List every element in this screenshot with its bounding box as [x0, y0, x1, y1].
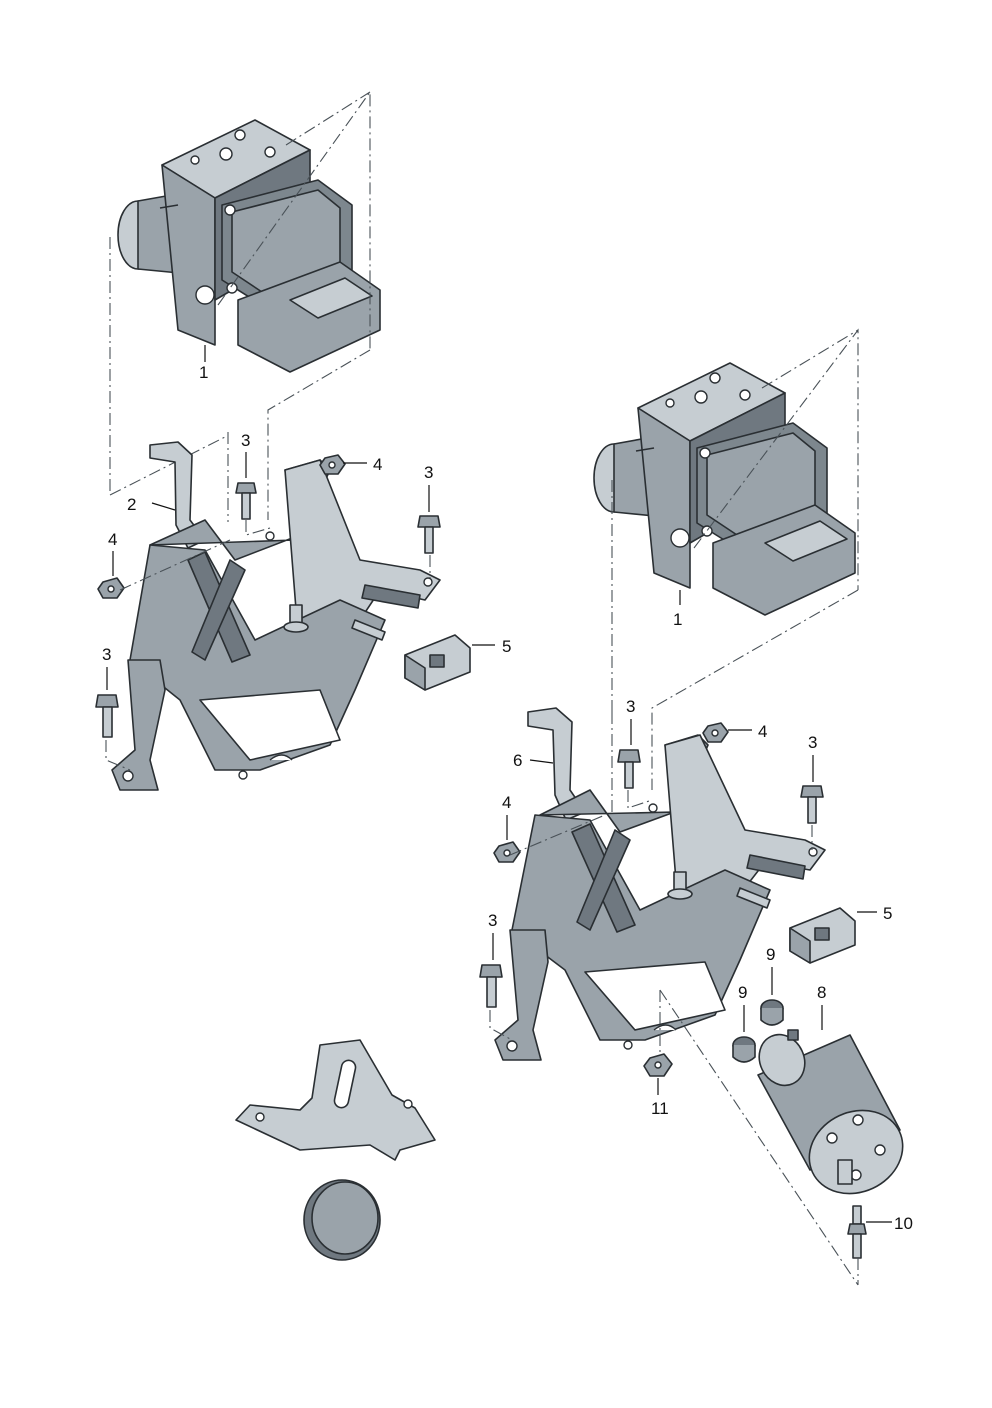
bolt-3-e [800, 785, 824, 824]
callout-4-d: 4 [502, 793, 511, 812]
location-inset [235, 1039, 436, 1261]
bushing-9-a [760, 999, 784, 1026]
bushing-9-b [732, 1036, 756, 1063]
callout-4-b: 4 [108, 530, 117, 549]
callout-4-c: 4 [758, 722, 767, 741]
callout-9-b: 9 [738, 983, 747, 1002]
abs-unit-right [593, 362, 856, 616]
nut-4-a [319, 454, 346, 475]
callout-11: 11 [651, 1099, 669, 1118]
callout-3-e: 3 [808, 733, 817, 752]
callout-3-f: 3 [488, 911, 497, 930]
bracket-right [494, 707, 826, 1061]
bolt-3-c [95, 694, 119, 738]
callout-3-b: 3 [424, 463, 433, 482]
callout-10: 10 [894, 1214, 913, 1233]
bolt-3-d [617, 749, 641, 789]
clip-5-b [789, 907, 856, 964]
bolt-3-f [479, 964, 503, 1008]
bolt-3-a [235, 482, 257, 520]
nut-11 [643, 1053, 673, 1077]
abs-unit-top [117, 119, 381, 373]
bolt-10 [847, 1205, 867, 1259]
callout-1-right: 1 [673, 610, 682, 629]
callout-3-c: 3 [102, 645, 111, 664]
callout-8: 8 [817, 983, 826, 1002]
nut-4-c [702, 722, 729, 743]
callout-4-a: 4 [373, 455, 382, 474]
clip-5-a [404, 634, 471, 691]
callout-9-a: 9 [766, 945, 775, 964]
accumulator-8 [757, 1029, 904, 1195]
bolt-3-b [417, 515, 441, 554]
callout-3-d: 3 [626, 697, 635, 716]
callout-6: 6 [513, 751, 522, 770]
callout-5-a: 5 [502, 637, 511, 656]
callout-5-b: 5 [883, 904, 892, 923]
callout-3-a: 3 [241, 431, 250, 450]
callout-1-top: 1 [199, 363, 208, 382]
nut-4-b [97, 577, 125, 599]
nut-4-d [493, 841, 521, 863]
bracket-left [111, 441, 441, 791]
callout-2: 2 [127, 495, 136, 514]
